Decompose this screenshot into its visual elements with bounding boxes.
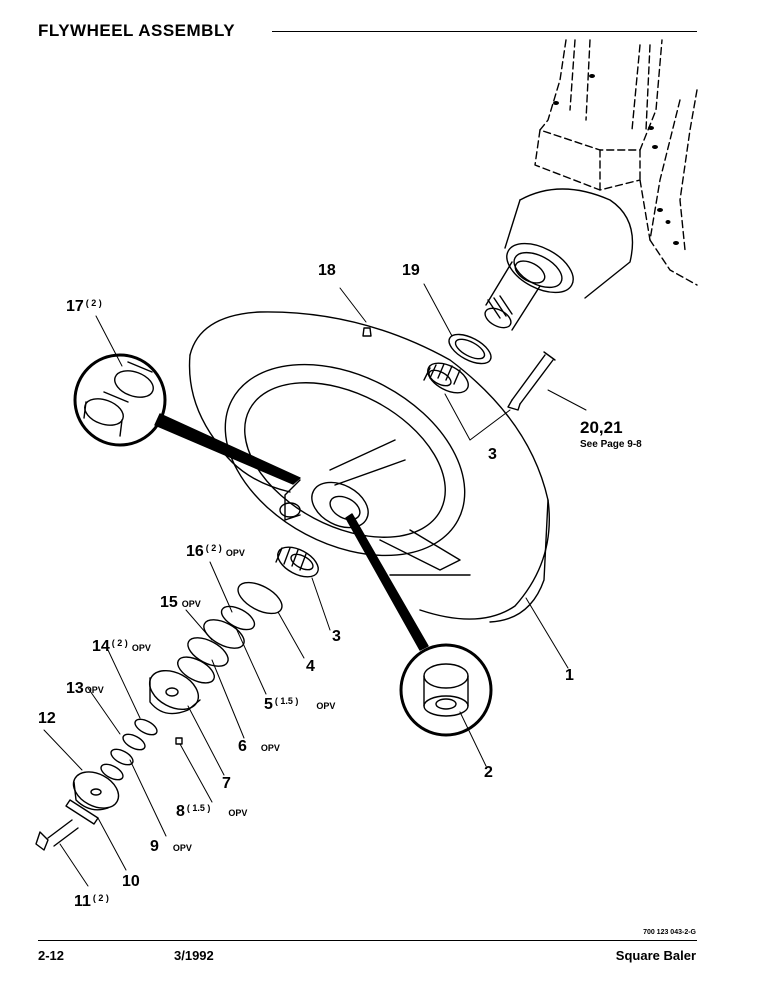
callout-4: 4 xyxy=(306,658,315,675)
callout-18: 18 xyxy=(318,262,336,279)
callout-14: 14( 2 )OPV xyxy=(92,638,151,655)
callout-19: 19 xyxy=(402,262,420,279)
part-14-washer xyxy=(134,718,158,736)
part-14-washer-b xyxy=(122,733,146,751)
callout-3-upper: 3 xyxy=(488,446,497,463)
footer-rule xyxy=(38,940,697,941)
page-number: 2-12 xyxy=(38,948,65,963)
part-9-washer xyxy=(100,763,124,781)
part-7-hub xyxy=(148,669,201,715)
callout-8: 8( 1.5 )OPV xyxy=(176,803,248,820)
detail-pointer-2 xyxy=(345,513,429,651)
callout-13: 13OPV xyxy=(66,680,104,697)
callout-12: 12 xyxy=(38,710,56,727)
callout-1: 1 xyxy=(565,667,574,684)
part-20-21-bolt xyxy=(507,351,556,411)
callout-3-lower: 3 xyxy=(332,628,341,645)
detail-circle-2 xyxy=(399,643,493,737)
callout-5: 5( 1.5 )OPV xyxy=(264,696,336,713)
detail-pointer-17 xyxy=(154,413,301,485)
callout-7: 7 xyxy=(222,775,231,792)
page-title: FLYWHEEL ASSEMBLY xyxy=(38,21,236,40)
part-6-shim xyxy=(177,656,215,684)
callout-2: 2 xyxy=(484,764,493,781)
part-10-lock-plate xyxy=(65,799,99,825)
product-name: Square Baler xyxy=(615,948,696,963)
leader-lines xyxy=(43,283,587,887)
callout-16: 16( 2 )OPV xyxy=(186,543,245,560)
part-11-bolt xyxy=(35,819,79,851)
part-1-flywheel xyxy=(188,311,550,623)
part-19-seal xyxy=(448,333,492,365)
part-13-washer xyxy=(110,748,134,766)
housing-bolt-holes xyxy=(553,74,679,245)
callout-17: 17( 2 ) xyxy=(66,298,102,315)
part-4-snap-ring xyxy=(237,581,283,615)
gearbox-output-shaft xyxy=(484,188,634,331)
part-16-shim xyxy=(220,605,256,631)
drawing-number: 700 123 043-2-G xyxy=(643,929,696,936)
callout-20-21: 20,21 xyxy=(580,418,623,437)
part-3-bearing-upper xyxy=(423,362,469,394)
part-18-fitting xyxy=(362,327,372,337)
callout-10: 10 xyxy=(122,873,140,890)
title-rule xyxy=(272,31,697,32)
see-page-note: See Page 9-8 xyxy=(580,439,642,450)
callout-11: 11( 2 ) xyxy=(74,893,109,910)
revision-date: 3/1992 xyxy=(174,948,214,963)
part-12-retainer xyxy=(72,771,120,811)
part-8-nut xyxy=(175,737,183,745)
part-3-bearing-lower xyxy=(275,546,319,578)
detail-circle-17 xyxy=(73,353,167,447)
gearbox-housing xyxy=(534,39,698,286)
